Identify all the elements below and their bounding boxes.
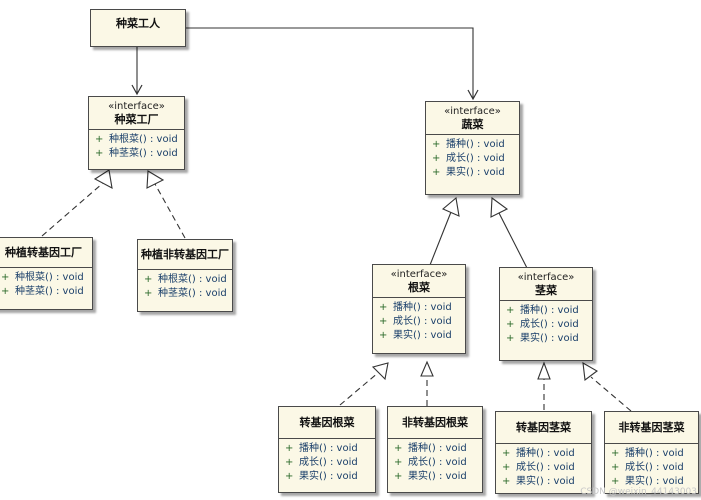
operation: +成长() : void: [432, 153, 505, 164]
operation: +果实() : void: [285, 471, 358, 482]
operation: +播种() : void: [506, 305, 579, 316]
class-non-gm-factory[interactable]: 种植非转基因工厂 +种根菜() : void +种茎菜() : void: [137, 239, 233, 312]
operation: +成长() : void: [502, 462, 575, 473]
realization-non-gm-factory: [154, 183, 186, 239]
operation: +果实() : void: [394, 471, 467, 482]
operation: +种茎菜() : void: [95, 148, 178, 159]
generalization-stem: [498, 212, 528, 269]
operation: +播种() : void: [611, 448, 684, 459]
operation: +播种() : void: [285, 443, 358, 454]
class-name: 种植转基因工厂: [5, 246, 82, 259]
operation: +种茎菜() : void: [144, 288, 227, 299]
operation: +播种() : void: [379, 302, 452, 313]
operation: +种根菜() : void: [95, 134, 178, 145]
realization-arrowhead: [146, 170, 165, 189]
class-name: 种植非转基因工厂: [141, 248, 229, 261]
operations-list: +播种() : void +成长() : void +果实() : void: [426, 135, 519, 182]
class-name: 非转基因根菜: [402, 416, 468, 429]
operation: +成长() : void: [379, 316, 452, 327]
class-non-gm-root[interactable]: 非转基因根菜 +播种() : void +成长() : void +果实() :…: [387, 406, 483, 493]
operation: +成长() : void: [611, 462, 684, 473]
class-gm-stem[interactable]: 转基因茎菜 +播种() : void +成长() : void +果实() : …: [495, 411, 592, 494]
realization-arrowhead: [582, 361, 598, 382]
operations-list: +播种() : void +成长() : void +果实() : void: [373, 298, 465, 345]
realization-arrowhead: [371, 362, 389, 381]
realization-gm-factory: [41, 182, 104, 237]
dependency-planter-vegetable: [186, 27, 479, 101]
interface-veg-factory[interactable]: «interface» 种菜工厂 +种根菜() : void +种茎菜() : …: [88, 96, 185, 170]
interface-stem-veg[interactable]: «interface» 茎菜 +播种() : void +成长() : void…: [499, 267, 593, 361]
class-name: 种菜工厂: [114, 113, 159, 126]
stereotype-label: «interface»: [444, 106, 501, 117]
operation: +播种() : void: [502, 448, 575, 459]
class-name: 茎菜: [535, 284, 557, 297]
operation: +播种() : void: [432, 139, 505, 150]
operation: +种根菜() : void: [144, 274, 227, 285]
class-name: 转基因根菜: [299, 416, 355, 429]
interface-root-veg[interactable]: «interface» 根菜 +播种() : void +成长() : void…: [372, 264, 466, 354]
realization-non-gm-stem: [590, 376, 632, 412]
generalization-root: [429, 211, 452, 266]
operation: +播种() : void: [394, 443, 467, 454]
class-non-gm-stem[interactable]: 非转基因茎菜 +播种() : void +成长() : void +果实() :…: [604, 411, 699, 494]
operation: +果实() : void: [432, 167, 505, 178]
operation: +种茎菜() : void: [1, 286, 84, 297]
operations-list: +播种() : void +成长() : void +果实() : void: [496, 444, 591, 491]
operation: +种根菜() : void: [1, 272, 84, 283]
operation: +果实() : void: [502, 476, 575, 487]
operations-list: +种根菜() : void +种茎菜() : void: [138, 270, 232, 303]
stereotype-label: «interface»: [390, 269, 448, 280]
operation: +果实() : void: [611, 476, 684, 487]
class-gm-root[interactable]: 转基因根菜 +播种() : void +成长() : void +果实() : …: [278, 406, 376, 493]
generalization-arrowhead: [490, 196, 509, 218]
generalization-arrowhead: [441, 196, 460, 217]
stereotype-label: «interface»: [108, 101, 165, 112]
class-name: 根菜: [408, 281, 430, 294]
operations-list: +播种() : void +成长() : void +果实() : void: [388, 439, 482, 486]
operations-list: +播种() : void +成长() : void +果实() : void: [500, 301, 592, 348]
realization-gm-root: [339, 371, 380, 406]
operations-list: +种根菜() : void +种茎菜() : void: [89, 130, 184, 163]
class-name: 转基因茎菜: [516, 421, 571, 434]
watermark: CSDN @weixin_44143003: [580, 487, 697, 497]
operation: +果实() : void: [379, 330, 452, 341]
class-gm-factory[interactable]: 种植转基因工厂 +种根菜() : void +种茎菜() : void: [0, 237, 93, 310]
class-name: 非转基因茎菜: [618, 421, 685, 434]
operation: +成长() : void: [285, 457, 358, 468]
operations-list: +播种() : void +成长() : void +果实() : void: [605, 444, 698, 491]
operation: +成长() : void: [394, 457, 467, 468]
realization-arrowhead: [93, 169, 113, 190]
operation: +成长() : void: [506, 319, 579, 330]
interface-vegetable[interactable]: «interface» 蔬菜 +播种() : void +成长() : void…: [425, 101, 520, 195]
realization-arrowhead: [537, 361, 551, 380]
operations-list: +播种() : void +成长() : void +果实() : void: [279, 439, 375, 486]
class-name: 蔬菜: [461, 118, 484, 131]
operation: +果实() : void: [506, 333, 579, 344]
stereotype-label: «interface»: [517, 272, 575, 283]
class-name: 种菜工人: [116, 17, 160, 30]
operations-list: +种根菜() : void +种茎菜() : void: [0, 268, 92, 301]
class-planter[interactable]: 种菜工人: [90, 9, 186, 47]
realization-arrowhead: [420, 360, 434, 377]
